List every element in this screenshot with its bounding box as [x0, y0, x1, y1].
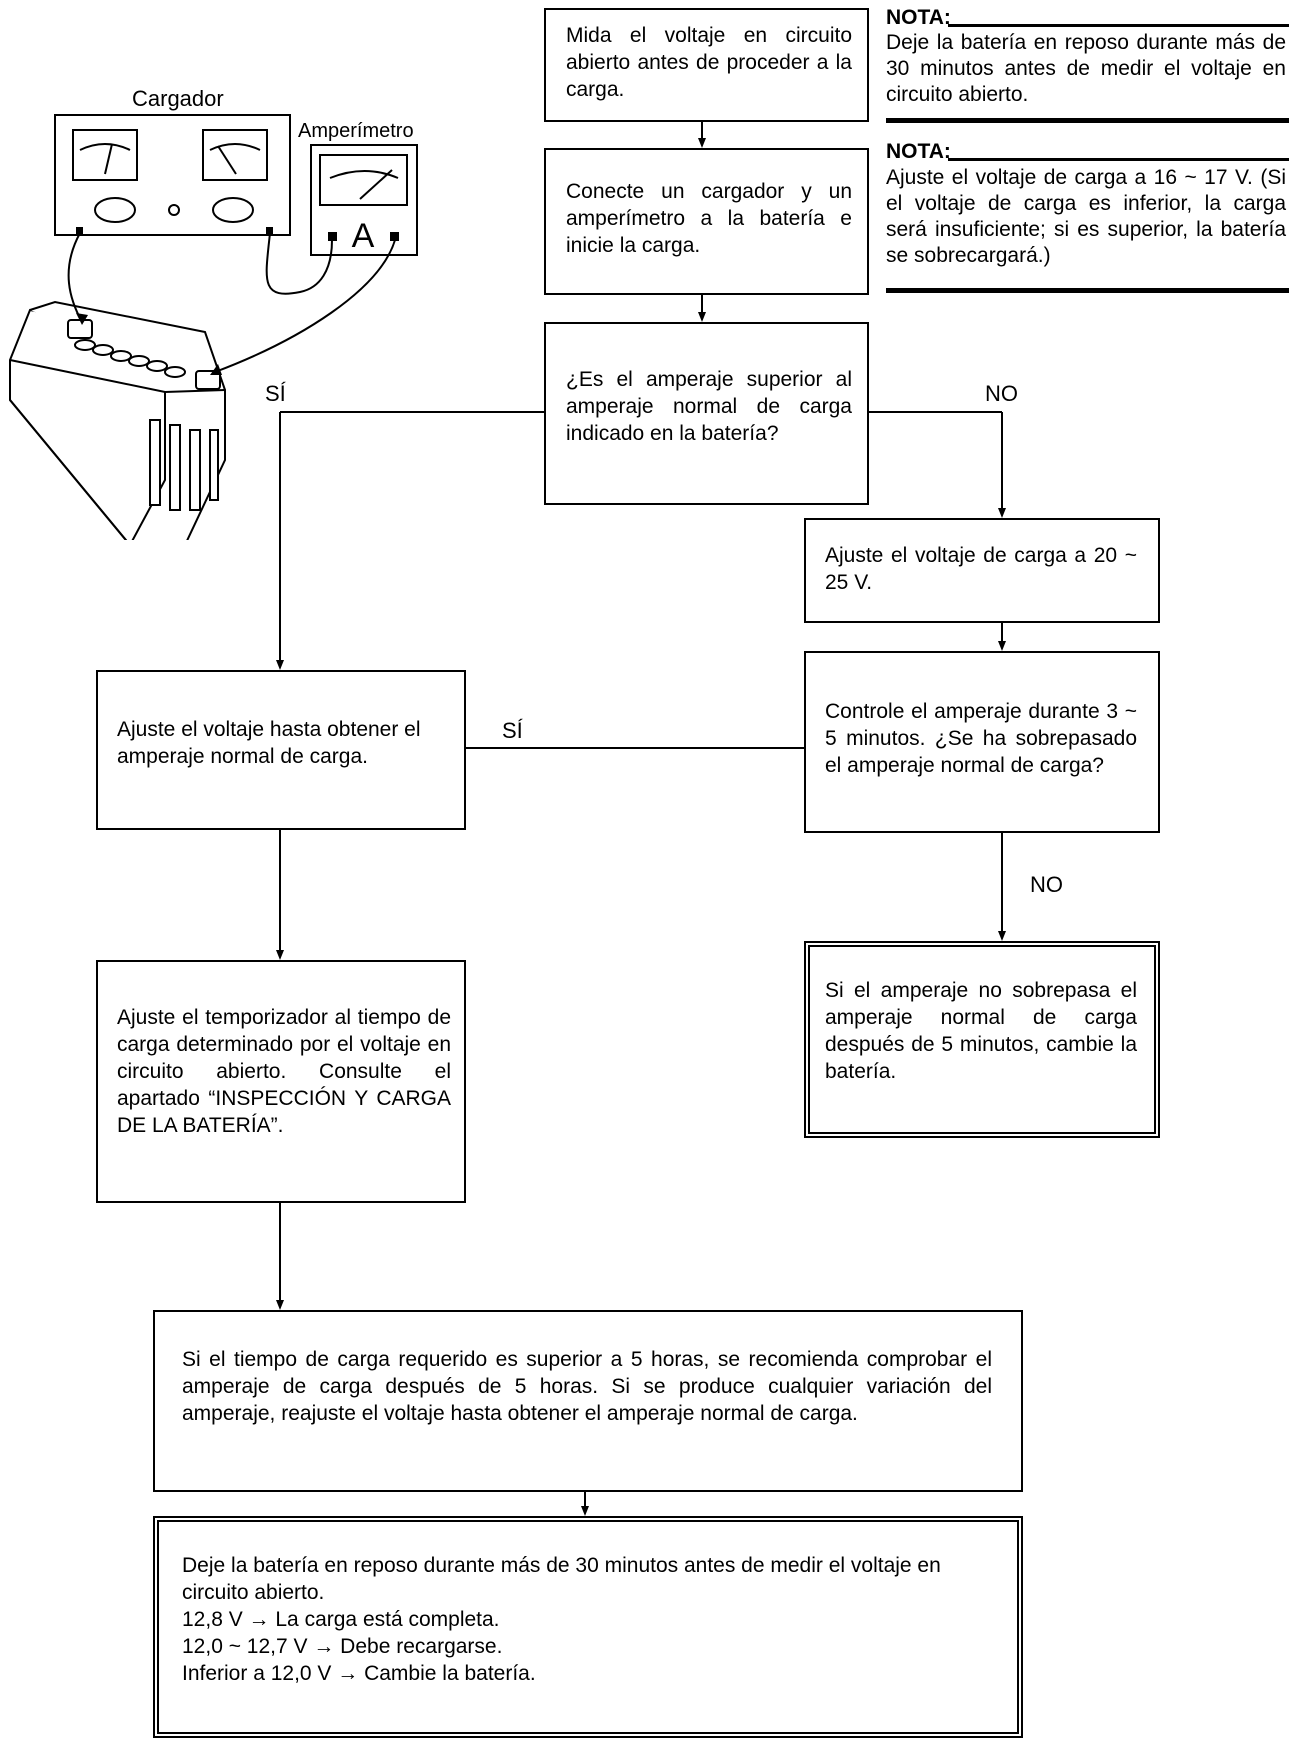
decision-amperage-above-normal-text: ¿Es el amperaje superior al amperaje nor…: [566, 368, 852, 445]
note-1-bottom-rule: [886, 118, 1289, 123]
arrowhead: [698, 138, 706, 148]
charger-icon: [54, 114, 291, 236]
note-2-bottom-rule: [886, 288, 1289, 293]
step-final-ocv-check-text: Deje la batería en reposo durante más de…: [182, 1554, 941, 1685]
note-2-title-rule: [948, 158, 1289, 161]
step-final-ocv-check: [153, 1516, 1023, 1738]
no-label: NO: [1030, 872, 1063, 897]
note-2-title: NOTA:: [886, 140, 951, 163]
arrowhead: [276, 1300, 284, 1310]
cable-arrowhead: [76, 313, 88, 325]
cable-arrowhead: [210, 364, 222, 375]
step-set-timer: [96, 960, 466, 1203]
note-1-text: Deje la batería en reposo durante más de…: [886, 31, 1286, 106]
arrowhead: [276, 950, 284, 960]
step-five-hour-check-text: Si el tiempo de carga requerido es super…: [182, 1348, 992, 1425]
step-connect-charger: [544, 148, 869, 295]
charger-ammeter-battery-illustration: A: [9, 114, 418, 540]
note-2-text: Ajuste el voltaje de carga a 16 ~ 17 V. …: [886, 166, 1286, 267]
arrowhead: [581, 1506, 589, 1516]
step-connect-charger-text: Conecte un cargador y un amperímetro a l…: [566, 180, 852, 257]
note-1-title: NOTA:: [886, 6, 951, 29]
yes-label: SÍ: [502, 718, 523, 743]
decision-amperage-above-normal: [544, 322, 869, 505]
ammeter-label: Amperímetro: [298, 120, 414, 142]
arrowhead: [998, 641, 1006, 651]
step-adjust-voltage-normal-text: Ajuste el voltaje hasta obtener el amper…: [117, 718, 421, 768]
note-1-title-rule: [948, 24, 1289, 27]
arrowhead: [276, 660, 284, 670]
step-adjust-20-25v: [804, 518, 1160, 623]
yes-label: SÍ: [265, 381, 286, 406]
step-measure-open-circuit-voltage: [544, 8, 869, 122]
step-five-hour-check: [153, 1310, 1023, 1492]
arrowhead: [998, 508, 1006, 518]
no-label: NO: [985, 381, 1018, 406]
decision-monitor-amperage-text: Controle el amperaje durante 3 ~ 5 minut…: [825, 700, 1137, 777]
step-replace-battery: [804, 941, 1160, 1138]
charger-label: Cargador: [132, 86, 224, 111]
decision-monitor-amperage: [804, 651, 1160, 833]
step-replace-battery-text: Si el amperaje no sobrepasa el amperaje …: [825, 979, 1137, 1083]
step-set-timer-text: Ajuste el temporizador al tiempo de carg…: [117, 1006, 451, 1137]
arrowhead: [998, 931, 1006, 941]
ammeter-glyph: A: [352, 217, 375, 255]
step-measure-open-circuit-voltage-text: Mida el voltaje en circuito abierto ante…: [566, 24, 852, 101]
ammeter-icon: [310, 144, 418, 256]
step-adjust-20-25v-text: Ajuste el voltaje de carga a 20 ~ 25 V.: [825, 544, 1137, 594]
battery-icon: [9, 300, 226, 540]
step-adjust-voltage-normal: [96, 670, 466, 830]
arrowhead: [698, 312, 706, 322]
